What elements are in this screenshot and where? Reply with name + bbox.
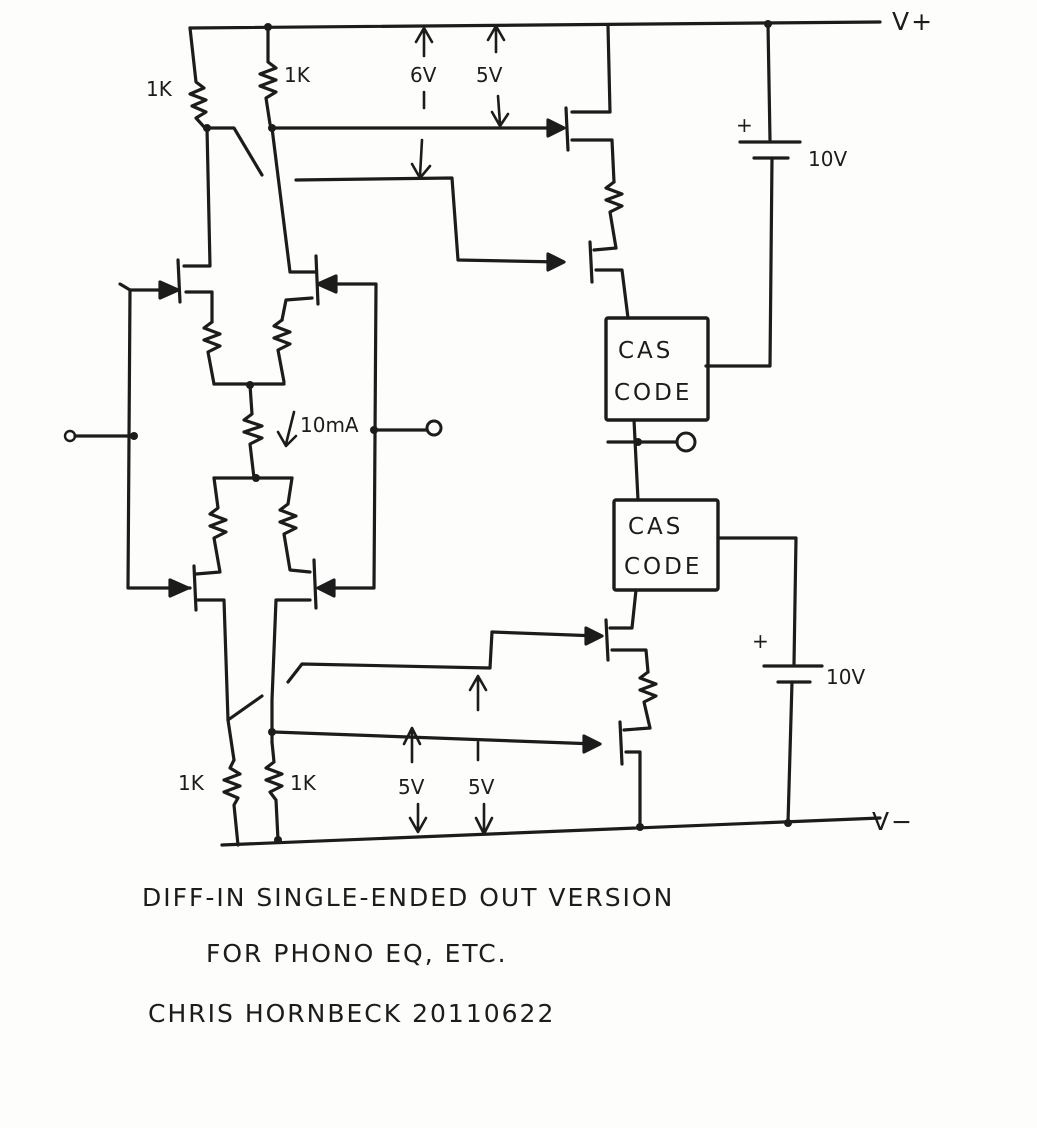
output-zero-label: 0 xyxy=(664,429,665,431)
top-current-source xyxy=(564,24,630,320)
vplus-label: V+ xyxy=(892,7,934,36)
input-right xyxy=(316,274,443,598)
top-bias-arrow xyxy=(546,118,566,138)
vminus-label: V− xyxy=(872,807,914,836)
voltage-arrows-bottom: 5V 5V xyxy=(398,726,495,836)
tail-resistor: 10mA xyxy=(242,383,359,482)
battery-bottom: + 10V xyxy=(716,536,865,825)
cascode-bottom-line1: CAS xyxy=(628,514,683,540)
resistor-label-bottom-left: 1K xyxy=(178,771,205,795)
bottom-bias-arrow xyxy=(582,734,602,754)
resistor-top-left xyxy=(188,26,264,177)
battery-bottom-value-label: 10V xyxy=(826,665,865,689)
resistor-label-top-right: 1K xyxy=(284,63,311,87)
resistor-label-top-left: 1K xyxy=(146,77,173,101)
cascode-bottom-line2: CODE xyxy=(624,554,702,580)
cascode-top: CAS CODE xyxy=(604,316,710,422)
cascode-top-line2: CODE xyxy=(614,380,692,406)
voltage-arrows-top: 6V 5V xyxy=(410,24,510,180)
bottom-bias-line xyxy=(272,730,598,746)
tail-current-label: 10mA xyxy=(300,413,359,437)
caption-line-2: FOR PHONO EQ, ETC. xyxy=(206,939,508,968)
cascode-top-line1: CAS xyxy=(618,338,673,364)
upper-diff-pair xyxy=(176,126,320,389)
voltage-label-5v-top: 5V xyxy=(476,63,503,87)
bottom-cascode-arrow xyxy=(584,626,604,646)
voltage-label-6v: 6V xyxy=(410,63,437,87)
bottom-current-source xyxy=(604,588,658,829)
battery-top-value-label: 10V xyxy=(808,147,847,171)
input-left xyxy=(63,280,192,598)
battery-top-plus-label: + xyxy=(736,113,753,137)
vminus-rail xyxy=(220,816,882,847)
top-cascode-arrow xyxy=(546,252,566,272)
caption-line-3: CHRIS HORNBECK 20110622 xyxy=(148,999,555,1028)
battery-top: + 10V xyxy=(704,22,847,368)
output-node: 0 xyxy=(606,418,697,502)
bottom-cascode-feed xyxy=(286,630,494,684)
bottom-cascode-drive-line xyxy=(490,630,600,638)
resistor-bottom-right xyxy=(264,740,284,842)
vplus-rail xyxy=(188,20,882,31)
caption-line-1: DIFF-IN SINGLE-ENDED OUT VERSION xyxy=(142,883,674,912)
bottom-arrow-up xyxy=(468,674,488,712)
resistor-bottom-left xyxy=(222,758,242,847)
voltage-label-5v-bottom-left: 5V xyxy=(398,775,425,799)
resistor-top-right xyxy=(258,25,278,132)
battery-bottom-plus-label: + xyxy=(752,629,769,653)
top-cascode-drive-line xyxy=(294,176,562,264)
resistor-label-bottom-right: 1K xyxy=(290,771,317,795)
lower-diff-pair xyxy=(192,476,318,762)
voltage-label-5v-bottom-right: 5V xyxy=(468,775,495,799)
cascode-bottom: CAS CODE xyxy=(612,498,720,592)
